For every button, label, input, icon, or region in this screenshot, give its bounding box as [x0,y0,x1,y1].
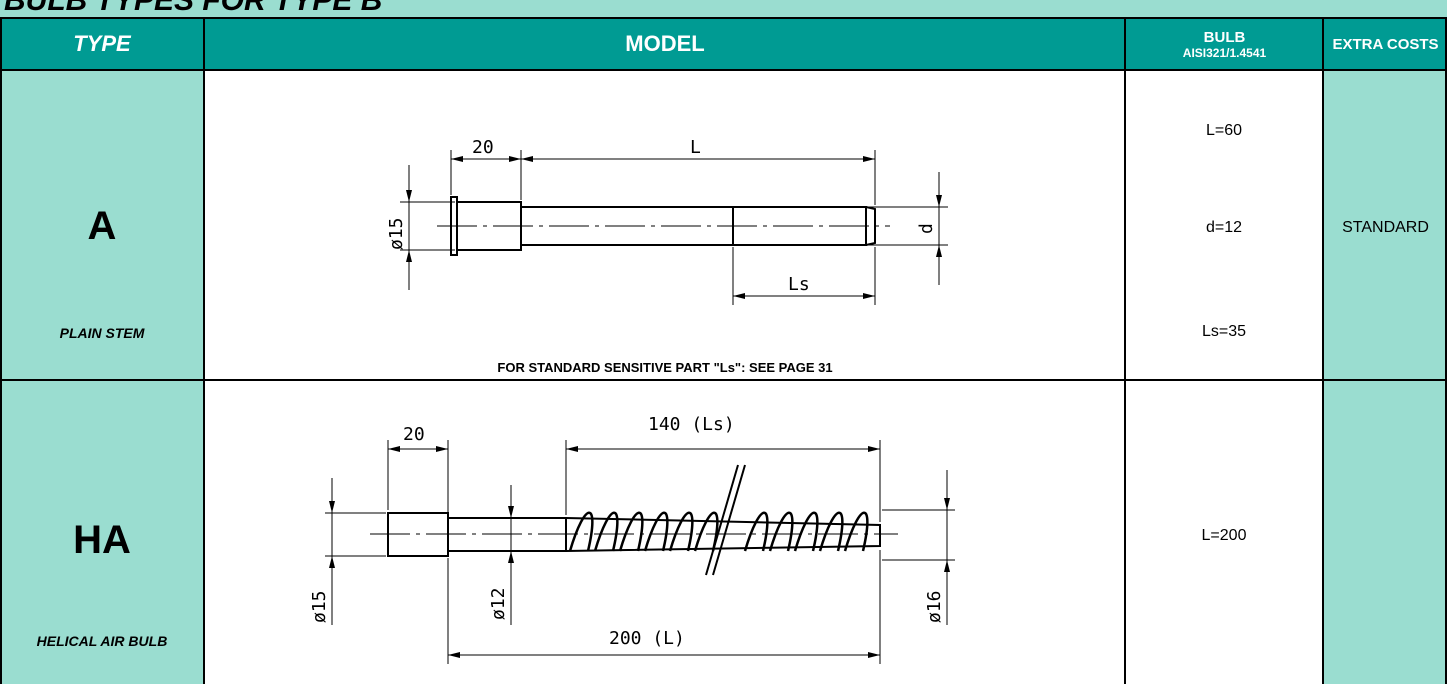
grid-line [1322,18,1324,684]
plain-stem-drawing: 20 L Ls ø15 d [386,137,948,305]
row-a-type: A [87,204,117,248]
header-extra-costs: EXTRA COSTS [1324,18,1447,70]
header-model-label: MODEL [625,31,705,56]
row-a-extra-cost: STANDARD [1342,219,1429,236]
grid-line [0,18,2,684]
drawing-label: ø15 [309,590,330,623]
row-ha-type: HA [73,518,131,562]
row-a-value-d: d=12 [1205,219,1243,236]
grid-line [0,69,1447,71]
row-ha-value-l: L=200 [1201,527,1247,544]
header-bulb-material: AISI321/1.4541 [1182,45,1267,60]
grid-line [203,18,205,684]
header-type-label: TYPE [73,31,131,56]
grid-line [1445,18,1447,684]
drawing-label: ø15 [386,217,407,250]
header-bulb: BULB AISI321/1.4541 [1126,18,1323,70]
row-a-value-l: L=60 [1205,122,1243,139]
header-bulb-label: BULB [1203,28,1246,46]
row-ha-type-name: HELICAL AIR BULB [36,633,168,649]
drawing-label: L [690,137,701,158]
drawing-label: d [916,223,937,234]
row-a-note: FOR STANDARD SENSITIVE PART "Ls": SEE PA… [497,360,833,375]
helical-air-bulb-drawing: 20 140 (Ls) 200 (L) ø15 ø12 ø16 [309,414,955,664]
header-extra-costs-label: EXTRA COSTS [1332,35,1439,53]
drawing-label: 20 [403,424,425,445]
drawing-label: 140 (Ls) [648,414,735,435]
grid-line [0,379,1447,381]
title-band: BULB TYPES FOR TYPE B [0,0,1447,18]
type-column-bg [0,70,204,684]
drawing-label: 200 (L) [609,628,685,649]
row-a-value-ls: Ls=35 [1201,323,1247,340]
header-type: TYPE [0,18,204,70]
grid-line [0,17,1447,19]
header-model: MODEL [205,18,1125,70]
drawing-label: ø12 [488,587,509,620]
drawing-label: ø16 [924,590,945,623]
page-title: BULB TYPES FOR TYPE B [4,0,383,17]
grid-line [1124,18,1126,684]
drawing-label: 20 [472,137,494,158]
extra-costs-column-bg [1324,70,1447,684]
row-a-type-name: PLAIN STEM [59,325,145,341]
drawing-label: Ls [788,274,810,295]
